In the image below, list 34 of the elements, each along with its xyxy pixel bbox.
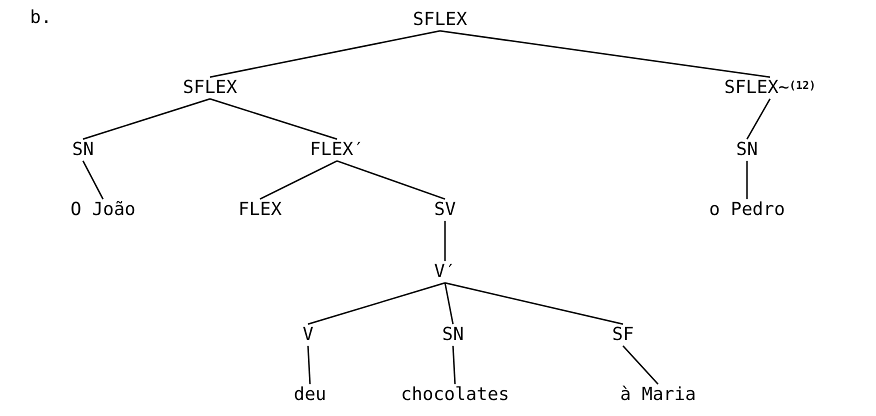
tree-branch [210,30,440,78]
tree-branch [746,98,771,140]
tree-node-label: SN [442,324,464,346]
tree-node-label: SFLEX~$^{(12)}$ [724,77,816,98]
tree-branch [444,282,624,325]
tree-branch [444,282,454,324]
tree-node-label: FLEX [238,199,282,220]
word-leaf: à Maria [620,384,696,406]
tree-branch [210,98,338,140]
tree-node-label: SFLEX [182,77,238,98]
tree-node-label: SV [434,199,456,220]
tree-branch [622,345,659,385]
tree-node-label: V′ [434,261,456,282]
tree-node-label: V [302,324,314,346]
tree-node-label: SN [736,139,758,160]
tree-node-label: SF [612,324,634,346]
tree-branch [440,30,770,78]
tree-node-label: SFLEX [412,9,468,30]
example-label: b. [30,8,52,28]
tree-branch [336,160,446,200]
tree-branch [82,160,104,200]
word-leaf: o Pedro [709,199,785,220]
tree-node-label: FLEX′ [310,139,364,160]
tree-branch [260,160,338,200]
word-leaf: chocolates [400,384,510,406]
tree-branch [307,346,311,384]
tree-node-label: SN [72,139,94,160]
tree-branch [444,220,446,262]
tree-branch [82,98,210,140]
tree-branch [308,282,446,325]
word-leaf: O João [70,199,136,220]
tree-branch [746,160,748,200]
word-leaf: deu [294,384,326,406]
tree-branch [452,346,456,384]
